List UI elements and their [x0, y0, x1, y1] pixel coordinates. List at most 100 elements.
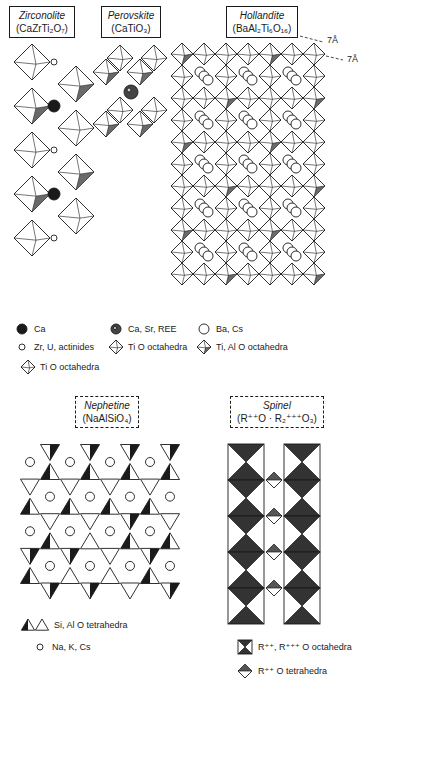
tetrahedron-face [61, 498, 80, 514]
octahedron-edge [303, 274, 316, 275]
tetrahedron-shade [266, 472, 282, 480]
tetrahedron [161, 533, 180, 549]
octahedron-edge [270, 121, 272, 131]
zirconolite-structure [14, 44, 94, 256]
octahedron [171, 219, 193, 241]
octahedron-face [215, 197, 237, 219]
na-k-cs-atom [46, 561, 55, 570]
octahedron-edge [215, 208, 228, 209]
octahedron-edge [226, 175, 228, 187]
octahedron-edge [270, 175, 272, 187]
tetrahedron-face [21, 479, 40, 495]
tetrahedron-shade [161, 464, 171, 480]
legend-text: Ca [34, 324, 46, 335]
octahedron-edge [182, 165, 184, 175]
tetrahedron-face [121, 533, 140, 549]
octahedron-edge [226, 275, 228, 285]
legend-item: Si, Al O tetrahedra [20, 616, 128, 634]
octahedron-edge [314, 109, 316, 121]
octahedron-edge [250, 186, 259, 187]
octahedron-edge [171, 208, 184, 209]
octahedron-edge [32, 152, 36, 168]
octahedron-edge [182, 143, 184, 153]
octahedron-face [281, 87, 303, 109]
octahedron-edge [270, 197, 272, 209]
octahedron-face [14, 44, 50, 80]
legend-swatch [108, 320, 124, 338]
legend-text: Ca, Sr, REE [128, 324, 177, 335]
octahedron-face [303, 175, 325, 197]
octahedron-square [228, 480, 264, 516]
octahedron-shade [228, 498, 264, 516]
octahedron-edge [228, 54, 237, 55]
octahedron-edge [270, 209, 272, 219]
tetrahedron [121, 445, 140, 461]
octahedron-face [215, 219, 237, 241]
tetrahedron-face [61, 568, 80, 584]
octahedron-edge [76, 130, 80, 146]
octahedron-edge [14, 106, 36, 108]
tetrahedron-shade [121, 533, 131, 549]
octahedron-edge [204, 275, 206, 285]
octahedron-face [303, 197, 325, 219]
octahedron-edge [292, 55, 294, 65]
octahedron-edge [107, 110, 123, 112]
legend-text: Si, Al O tetrahedra [54, 620, 128, 631]
octahedron-edge [36, 150, 50, 152]
octahedron-shade [32, 194, 50, 212]
octahedron-shade [314, 98, 325, 109]
ba-cs-atom [203, 119, 213, 129]
octahedron [259, 175, 281, 197]
octahedron-face [237, 263, 259, 285]
octahedron-face [193, 87, 215, 109]
octahedron [259, 263, 281, 285]
octahedron-edge [215, 98, 228, 99]
octahedron-edge [314, 55, 316, 65]
octahedron-face [303, 241, 325, 263]
octahedron-edge [248, 131, 250, 143]
octahedron-edge [184, 120, 193, 121]
octahedron-edge [281, 186, 294, 187]
tetrahedron [35, 619, 48, 630]
tetrahedron [41, 583, 60, 599]
tetrahedron-shade [50, 583, 60, 599]
octahedron-shade [228, 606, 264, 624]
octahedron-face [281, 219, 303, 241]
octahedron-face [171, 241, 193, 263]
octahedron [259, 109, 281, 131]
octahedron-edge [248, 143, 250, 153]
octahedron-shade [228, 552, 264, 570]
octahedron-edge [182, 99, 184, 109]
tetrahedron [21, 548, 40, 564]
octahedron-edge [226, 55, 228, 65]
chemical-formula: (CaZrTi₂O₇) [16, 22, 68, 35]
octahedron-edge [314, 165, 316, 175]
octahedron [215, 197, 237, 219]
octahedron-edge [228, 274, 237, 275]
octahedron-edge [248, 187, 250, 197]
octahedron-edge [316, 208, 325, 209]
octahedron-edge [303, 186, 316, 187]
octahedron [259, 43, 281, 65]
octahedron [259, 197, 281, 219]
octahedron [215, 43, 237, 65]
octahedron-edge [259, 54, 272, 55]
octahedron-shade [284, 444, 320, 462]
tetrahedron-diamond [266, 472, 282, 488]
octahedron-edge [250, 230, 259, 231]
tetrahedron-face [121, 464, 140, 480]
octahedron-edge [182, 219, 184, 231]
tetrahedron-face [101, 498, 120, 514]
tetrahedron-shade [90, 583, 100, 599]
octahedron-edge [272, 142, 281, 143]
octahedron-edge [215, 54, 228, 55]
octahedron-edge [182, 275, 184, 285]
ba-cs-atom [247, 251, 257, 261]
octahedron-edge [14, 62, 36, 64]
tetrahedron-face [41, 514, 60, 530]
octahedron-face [237, 175, 259, 197]
octahedron-edge [228, 208, 237, 209]
octahedron-edge [316, 164, 325, 165]
tetrahedron [161, 445, 180, 461]
octahedron-edge [171, 252, 184, 253]
